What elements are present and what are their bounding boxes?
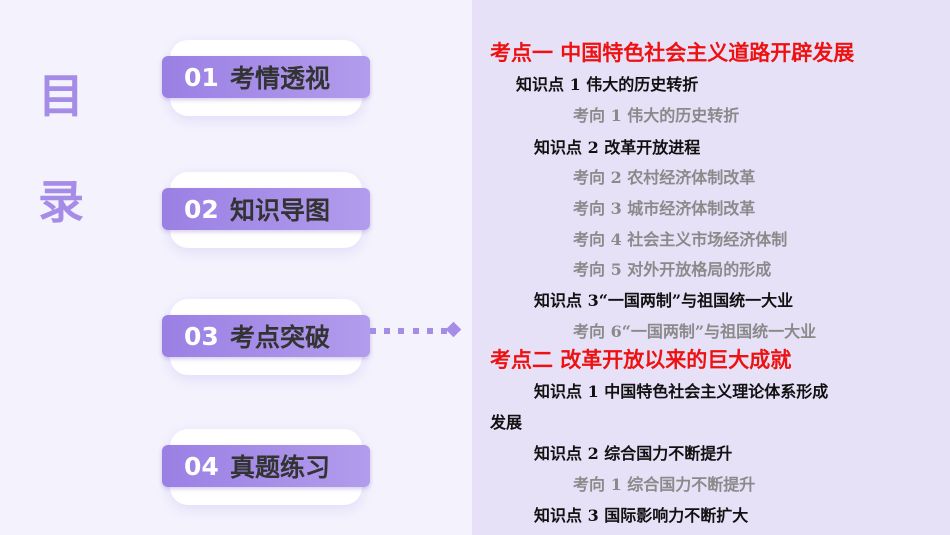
card-band: 04 真题练习 xyxy=(162,445,370,487)
card-band: 02 知识导图 xyxy=(162,188,370,230)
outline-point: 知识点 2 综合国力不断提升 xyxy=(534,444,733,463)
outline-section: 考点二 改革开放以来的巨大成就 xyxy=(490,348,792,372)
menu-num: 01 xyxy=(184,62,219,92)
outline-panel xyxy=(472,0,950,535)
outline-item: 考向 3 城市经济体制改革 xyxy=(573,199,756,218)
outline-item: 考向 2 农村经济体制改革 xyxy=(573,168,756,187)
outline-item: 考向 6“一国两制”与祖国统一大业 xyxy=(573,322,817,341)
menu-label: 考点突破 xyxy=(230,323,331,352)
outline-item: 考向 1 综合国力不断提升 xyxy=(573,475,756,494)
title-char-lu: 录 xyxy=(38,175,84,229)
outline-point: 知识点 2 改革开放进程 xyxy=(534,138,701,157)
outline-section: 考点一 中国特色社会主义道路开辟发展 xyxy=(490,41,855,65)
outline-point: 知识点 1 中国特色社会主义理论体系形成 xyxy=(534,382,829,401)
menu-item-01[interactable]: 01 考情透视 xyxy=(162,40,370,116)
outline-point: 知识点 3“一国两制”与祖国统一大业 xyxy=(534,291,794,310)
outline-item: 考向 1 伟大的历史转折 xyxy=(573,106,740,125)
menu-label: 知识导图 xyxy=(230,196,331,225)
title-char-mu: 目 xyxy=(38,69,84,123)
outline-point: 知识点 3 国际影响力不断扩大 xyxy=(534,506,749,525)
menu-label: 真题练习 xyxy=(230,453,331,482)
dotted-arrow-icon xyxy=(370,321,462,338)
outline-item: 考向 4 社会主义市场经济体制 xyxy=(573,230,788,249)
card-band: 03 考点突破 xyxy=(162,315,370,357)
menu-num: 02 xyxy=(184,194,219,224)
menu-item-02[interactable]: 02 知识导图 xyxy=(162,172,370,248)
outline-point: 知识点 1 伟大的历史转折 xyxy=(516,75,699,94)
outline-wrap: 发展 xyxy=(490,413,523,432)
menu-item-03[interactable]: 03 考点突破 xyxy=(162,299,370,375)
menu-num: 03 xyxy=(184,321,219,351)
card-band: 01 考情透视 xyxy=(162,56,370,98)
menu-num: 04 xyxy=(184,451,219,481)
outline-item: 考向 5 对外开放格局的形成 xyxy=(573,260,772,279)
menu-item-04[interactable]: 04 真题练习 xyxy=(162,429,370,505)
menu-label: 考情透视 xyxy=(230,64,331,93)
